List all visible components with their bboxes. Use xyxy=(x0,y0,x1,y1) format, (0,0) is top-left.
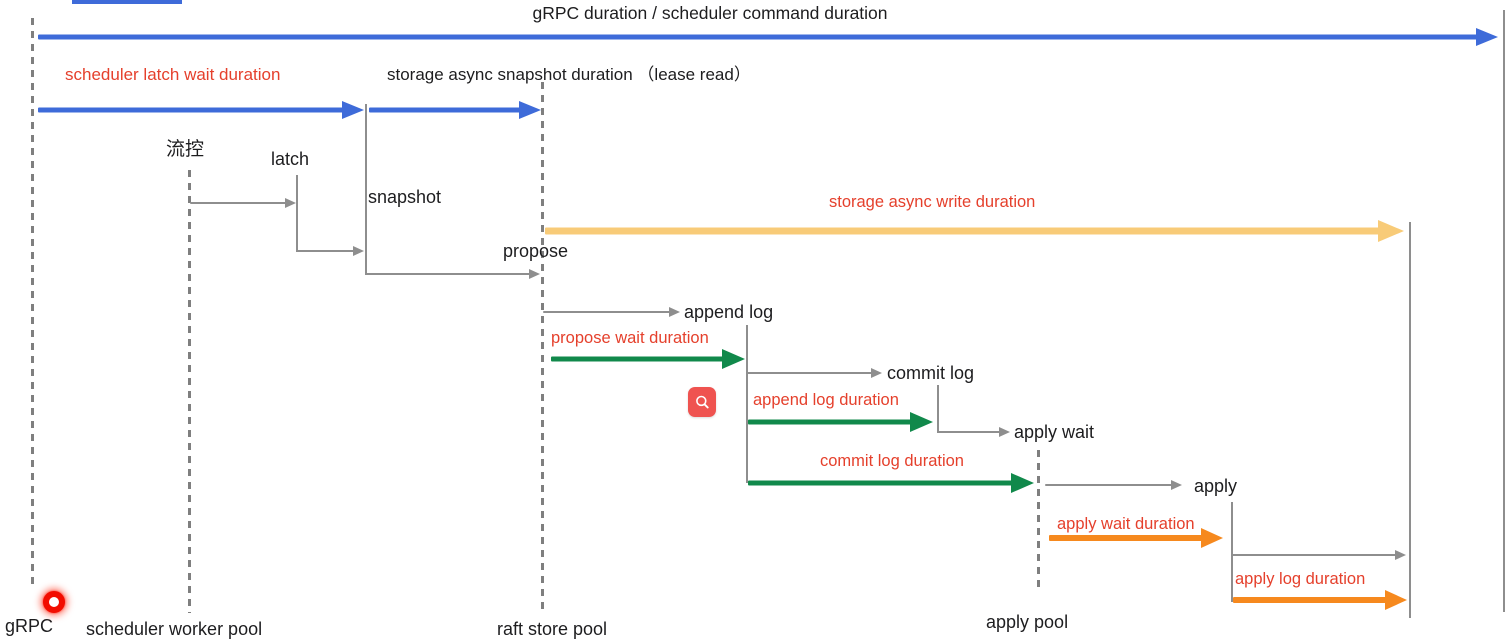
append-log-to-commit-log-arrow xyxy=(747,361,882,385)
right-edge-line xyxy=(1503,10,1505,612)
snapshot-to-propose-arrow xyxy=(366,262,540,286)
latch-to-snapshot-arrow xyxy=(296,239,364,263)
write-finish-line xyxy=(1409,222,1411,618)
lifeline-apply-pool xyxy=(1037,450,1040,592)
commit-log-label: commit log xyxy=(887,363,975,383)
lifeline-raft-store-pool xyxy=(541,82,544,612)
snapshot-label: snapshot xyxy=(368,187,442,207)
apply-log-duration-label: apply log duration xyxy=(1235,570,1366,588)
storage-async-write-label: storage async write duration xyxy=(829,193,1036,211)
apply-label: apply xyxy=(1194,476,1238,496)
record-dot-icon xyxy=(43,591,65,613)
magnifier-button[interactable] xyxy=(688,387,716,417)
snapshot-connector-line xyxy=(365,104,367,275)
scheduler-latch-wait-label: scheduler latch wait duration xyxy=(65,65,281,84)
scheduler-latch-wait-arrow xyxy=(38,98,364,122)
lane-label-raft-store-pool: raft store pool xyxy=(497,619,608,639)
commit-log-duration-label: commit log duration xyxy=(820,452,964,470)
diagram-title: gRPC duration / scheduler command durati… xyxy=(532,3,888,23)
flow-control-to-latch-arrow xyxy=(190,191,296,215)
lane-label-apply-pool: apply pool xyxy=(986,612,1069,632)
propose-wait-label: propose wait duration xyxy=(551,329,709,347)
propose-to-append-log-arrow xyxy=(543,300,680,324)
apply-to-finish-arrow xyxy=(1232,543,1406,567)
apply-log-duration-arrow xyxy=(1233,588,1407,612)
apply-pool-to-apply-arrow xyxy=(1045,473,1182,497)
lane-label-grpc: gRPC xyxy=(5,616,54,636)
commit-log-duration-arrow xyxy=(748,471,1034,495)
append-log-connector-line xyxy=(746,325,748,483)
propose-label: propose xyxy=(503,241,569,261)
flow-control-label: 流控 xyxy=(166,139,205,160)
lane-label-scheduler-worker-pool: scheduler worker pool xyxy=(86,619,263,639)
apply-wait-label: apply wait xyxy=(1014,422,1095,442)
storage-async-snapshot-label: storage async snapshot duration （lease r… xyxy=(387,65,751,84)
latch-label: latch xyxy=(271,149,310,169)
storage-async-write-arrow xyxy=(545,219,1404,243)
apply-wait-duration-label: apply wait duration xyxy=(1057,515,1195,533)
storage-async-snapshot-arrow xyxy=(369,98,541,122)
grpc-duration-arrow xyxy=(38,25,1498,49)
append-log-label: append log xyxy=(684,302,774,322)
append-log-duration-arrow xyxy=(748,410,933,434)
commit-log-to-apply-wait-arrow xyxy=(937,420,1010,444)
lifeline-grpc xyxy=(31,18,34,590)
append-log-duration-label: append log duration xyxy=(753,391,899,409)
propose-wait-arrow xyxy=(551,347,745,371)
latch-connector-line xyxy=(296,175,298,252)
top-clipped-bar xyxy=(72,0,182,4)
commit-log-connector-line xyxy=(937,385,939,433)
lifeline-scheduler-worker-pool xyxy=(188,170,191,613)
magnifier-icon xyxy=(693,393,712,412)
